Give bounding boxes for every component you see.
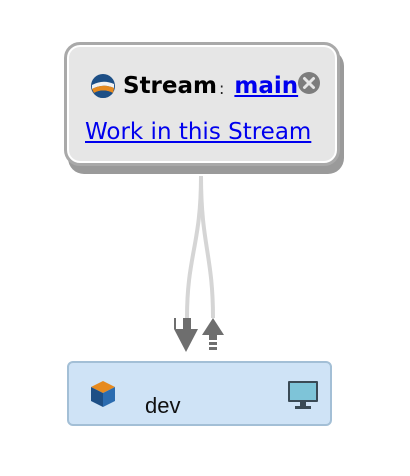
workspace-name: dev <box>145 393 181 418</box>
stream-icon <box>91 74 115 98</box>
stream-label: Stream <box>123 73 217 99</box>
up-arrow-icon <box>202 318 224 350</box>
stream-card: Stream : main Work in this Stream <box>64 42 340 166</box>
workspace-icon <box>91 381 115 407</box>
stream-header: Stream : main <box>89 70 298 102</box>
workspace-card[interactable]: dev <box>67 361 332 426</box>
connector-line-left <box>185 175 203 319</box>
stream-separator: : <box>219 78 225 98</box>
down-arrow-icon <box>174 318 198 352</box>
stream-name-link[interactable]: main <box>234 73 299 99</box>
work-in-stream-link[interactable]: Work in this Stream <box>85 119 312 145</box>
connector-line-right <box>199 175 215 319</box>
close-icon[interactable] <box>297 71 321 95</box>
monitor-icon[interactable] <box>287 379 319 411</box>
